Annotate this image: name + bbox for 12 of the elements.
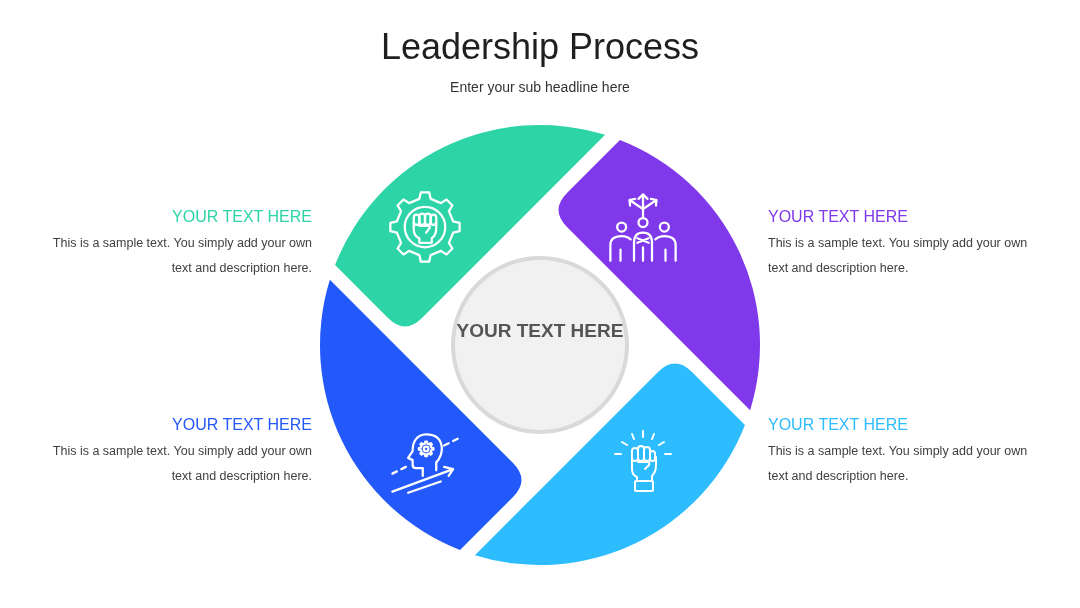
circle-label: YOUR TEXT HERE <box>456 319 624 343</box>
section-description: This is a sample text. You simply add your own text and description here. <box>768 443 1029 485</box>
section-heading: YOUR TEXT HERE <box>768 207 909 227</box>
section-description: This is a sample text. You simply add your own text and description here. <box>768 235 1029 277</box>
subtitle: Enter your sub headline here <box>450 78 630 97</box>
section-heading: YOUR TEXT HERE <box>171 415 312 435</box>
ring-segment <box>474 363 745 565</box>
section-description: This is a sample text. You simply add your own text and description here. <box>51 443 312 485</box>
section-description: This is a sample text. You simply add your own text and description here. <box>51 235 312 277</box>
section-heading: YOUR TEXT HERE <box>171 207 312 227</box>
title: Leadership Process <box>380 26 700 68</box>
section-heading: YOUR TEXT HERE <box>768 415 909 435</box>
